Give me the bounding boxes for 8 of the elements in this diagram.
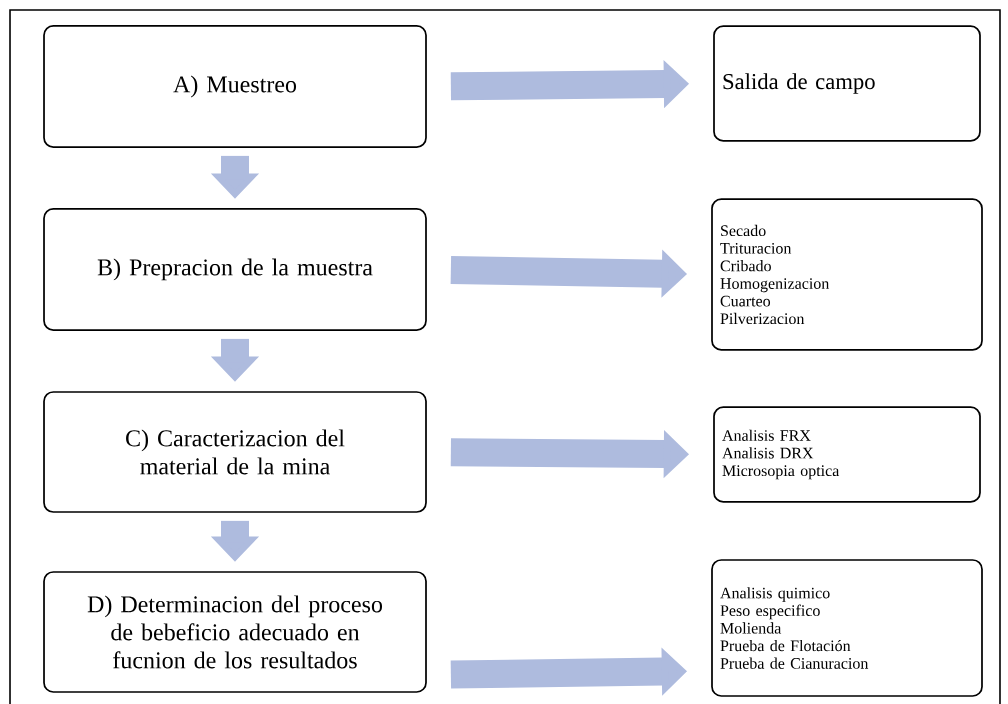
step-box: Salida de campo	[713, 25, 981, 142]
step-box: B) Prepracion de la muestra	[43, 208, 427, 331]
step-box: A) Muestreo	[43, 25, 427, 148]
step-box: D) Determinacion del proceso de bebeficio adecuado en fucnion de los resultados	[43, 571, 427, 693]
list-box: Analisis quimico Peso especifico Molienda Prueba de Flotación Prueba de Cianuracion	[711, 559, 983, 697]
list-box: Analisis FRX Analisis DRX Microsopia optica	[713, 406, 981, 503]
step-box: C) Caracterizacion del material de la mina	[43, 391, 427, 513]
list-box: Secado Trituracion Cribado Homogenizacion Cuarteo Pilverizacion	[711, 198, 983, 351]
